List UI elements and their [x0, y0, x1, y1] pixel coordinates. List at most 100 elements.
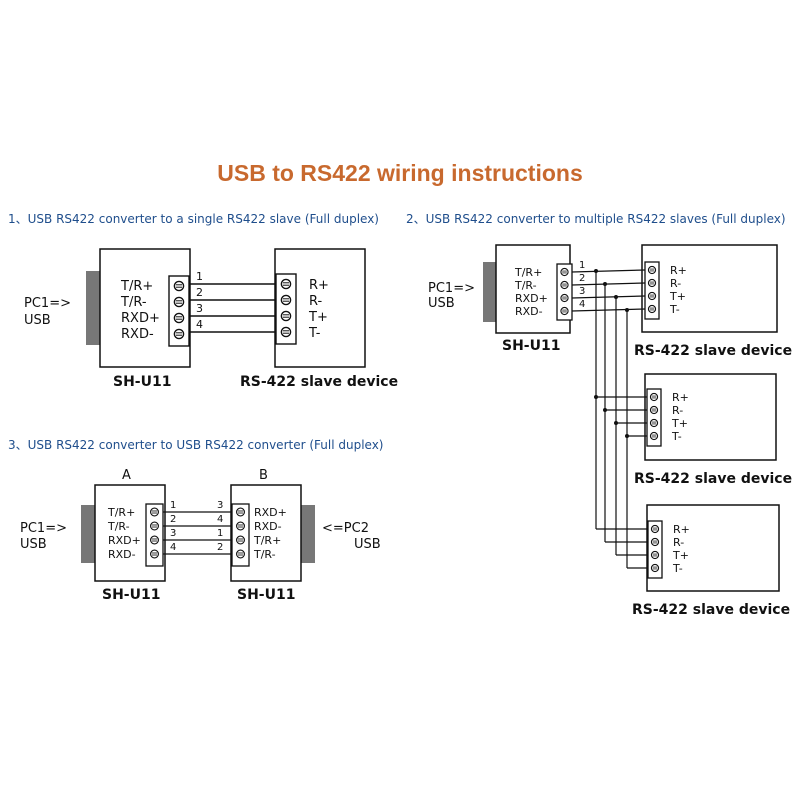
converter-a-pin-label: T/R+	[107, 506, 135, 519]
screw-terminal	[647, 304, 657, 314]
usb-plug	[483, 262, 496, 322]
slave-pin-label: R-	[309, 294, 323, 309]
screw-terminal	[149, 507, 160, 517]
slave-pin-label: R-	[673, 536, 684, 549]
converter-pin-label: T/R+	[514, 266, 542, 279]
wire-number: 4	[170, 542, 176, 553]
pc1-label: PC1=>	[20, 521, 67, 536]
screw-terminal	[149, 535, 160, 545]
screw-terminal	[649, 392, 659, 402]
converter-pin-label: T/R+	[120, 279, 153, 294]
converter-pin-label: RXD+	[121, 311, 160, 326]
usb2-label: USB	[354, 537, 381, 552]
converter-name: SH-U11	[502, 338, 560, 354]
junction-dots	[594, 269, 629, 438]
slave-pin-label: R+	[309, 278, 329, 293]
screw-terminal	[149, 549, 160, 559]
wire-number: 1	[170, 500, 176, 511]
pc-label: PC1=>	[24, 296, 71, 311]
screw-terminal	[650, 524, 660, 534]
slave-pin-label: T-	[672, 562, 683, 575]
usb-label: USB	[428, 296, 455, 311]
screw-terminal	[149, 521, 160, 531]
screw-terminal	[235, 507, 246, 517]
slave-pin-label: T+	[669, 290, 686, 303]
screw-terminal	[235, 535, 246, 545]
wire-number: 1	[196, 270, 203, 283]
pc2-label: <=PC2	[322, 521, 369, 536]
screw-terminal	[280, 278, 292, 290]
screw-terminal	[280, 310, 292, 322]
screw-terminal	[173, 296, 185, 308]
converter-b-pin-label: T/R+	[253, 534, 281, 547]
slave-pin-label: T-	[671, 430, 682, 443]
wire-number: 4	[579, 299, 585, 310]
converter-a-pin-label: RXD+	[108, 534, 141, 547]
converter-pin-label: RXD+	[515, 292, 548, 305]
terminal-block	[231, 503, 250, 567]
screw-terminal	[649, 431, 659, 441]
screw-terminal	[560, 293, 569, 303]
usb-label: USB	[24, 313, 51, 328]
converter-a-label: A	[122, 468, 131, 483]
slave-pin-label: R+	[670, 264, 687, 277]
screw-terminal	[649, 418, 659, 428]
usb1-label: USB	[20, 537, 47, 552]
wire-number: 4	[217, 514, 223, 525]
screw-terminal	[235, 549, 246, 559]
wire-number: 2	[196, 286, 203, 299]
converter-pin-label: RXD-	[121, 327, 154, 342]
terminal-block	[556, 263, 573, 321]
section-2-heading: 2、USB RS422 converter to multiple RS422 …	[406, 212, 786, 226]
screw-terminal	[560, 280, 569, 290]
screw-terminal	[649, 405, 659, 415]
wire-number: 1	[579, 260, 585, 271]
slave-pin-label: T-	[669, 303, 680, 316]
converter-b-pin-label: RXD+	[254, 506, 287, 519]
diagram-2: PC1=> USB T/R+ T/R- RXD+ RXD- 1 2 3 4 SH…	[428, 244, 792, 618]
converter-pin-label: T/R-	[120, 295, 147, 310]
converter-pin-label: RXD-	[515, 305, 543, 318]
slave-pin-label: T+	[308, 310, 328, 325]
slave-pin-label: T-	[308, 326, 321, 341]
wire-number: 3	[170, 528, 176, 539]
converter-b-pin-label: T/R-	[253, 548, 276, 561]
converter-b-pin-label: RXD-	[254, 520, 282, 533]
wire-number: 3	[217, 500, 223, 511]
screw-terminal	[280, 294, 292, 306]
screw-terminal	[650, 550, 660, 560]
page-title: USB to RS422 wiring instructions	[217, 160, 583, 186]
slave-pin-label: R+	[673, 523, 690, 536]
screw-terminal	[235, 521, 246, 531]
slave-pin-label: R-	[670, 277, 681, 290]
usb-plug	[301, 505, 315, 563]
screw-terminal	[650, 537, 660, 547]
slave-pin-label: T+	[672, 549, 689, 562]
screw-terminal	[647, 291, 657, 301]
screw-terminal	[647, 278, 657, 288]
screw-terminal	[647, 265, 657, 275]
slave-box	[646, 504, 780, 592]
converter-b-label: B	[259, 468, 268, 483]
screw-terminal	[173, 328, 185, 340]
screw-terminal	[560, 267, 569, 277]
wire-number: 2	[217, 542, 223, 553]
screw-terminal	[173, 280, 185, 292]
converter-a-pin-label: T/R-	[107, 520, 130, 533]
slave-box	[644, 373, 777, 461]
wire-number: 3	[579, 286, 585, 297]
pc-label: PC1=>	[428, 281, 475, 296]
converter-a-pin-label: RXD-	[108, 548, 136, 561]
converter-pin-label: T/R-	[514, 279, 537, 292]
wire-number: 1	[217, 528, 223, 539]
terminal-block	[275, 273, 297, 345]
usb-plug	[81, 505, 95, 563]
wire-number: 2	[579, 273, 585, 284]
screw-terminal	[650, 563, 660, 573]
converter-b-name: SH-U11	[237, 587, 295, 603]
terminal-block	[644, 261, 660, 320]
terminal-block	[168, 275, 190, 347]
wires	[189, 283, 276, 333]
terminal-block	[647, 520, 663, 579]
